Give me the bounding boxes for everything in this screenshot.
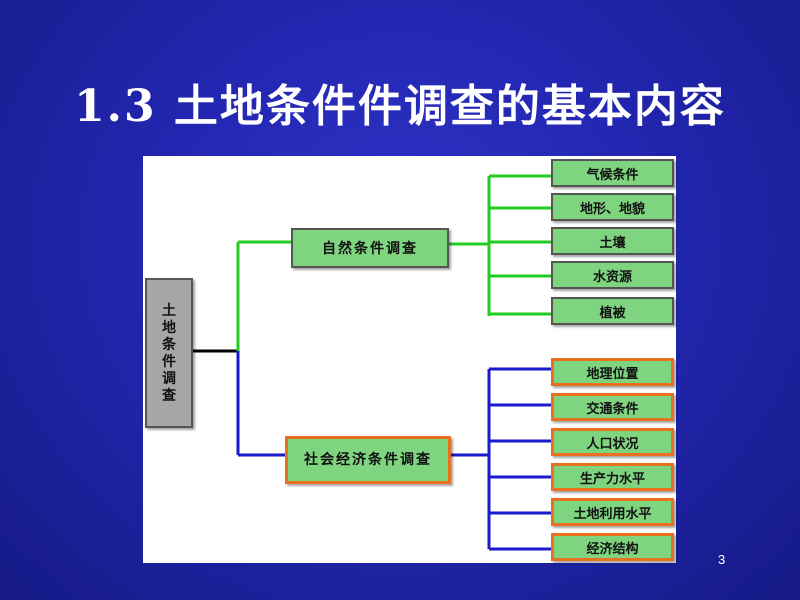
connector-lines bbox=[193, 174, 551, 551]
branch-node-socioeconomic: 社会经济条件调查 bbox=[285, 436, 451, 484]
leaf-node: 水资源 bbox=[551, 261, 674, 289]
page-number: 3 bbox=[718, 552, 726, 567]
leaf-node: 生产力水平 bbox=[551, 463, 674, 491]
leaf-node: 植被 bbox=[551, 297, 674, 325]
leaf-node: 经济结构 bbox=[551, 533, 674, 561]
leaf-node: 人口状况 bbox=[551, 428, 674, 456]
diagram-panel: 土 地 条 件 调 查 自然条件调查 社会经济条件调查 气候条件 地形、地貌 土… bbox=[143, 156, 676, 563]
leaf-node: 地形、地貌 bbox=[551, 193, 674, 221]
leaf-node: 气候条件 bbox=[551, 159, 674, 187]
leaf-node: 地理位置 bbox=[551, 358, 674, 386]
root-node: 土 地 条 件 调 查 bbox=[145, 278, 193, 428]
leaf-node: 土壤 bbox=[551, 227, 674, 255]
root-node-label: 土 地 条 件 调 查 bbox=[162, 303, 176, 404]
leaf-node: 交通条件 bbox=[551, 393, 674, 421]
branch-node-natural: 自然条件调查 bbox=[291, 228, 449, 268]
slide-title: 1.3 土地条件件调查的基本内容 bbox=[74, 81, 726, 132]
leaf-node: 土地利用水平 bbox=[551, 498, 674, 526]
